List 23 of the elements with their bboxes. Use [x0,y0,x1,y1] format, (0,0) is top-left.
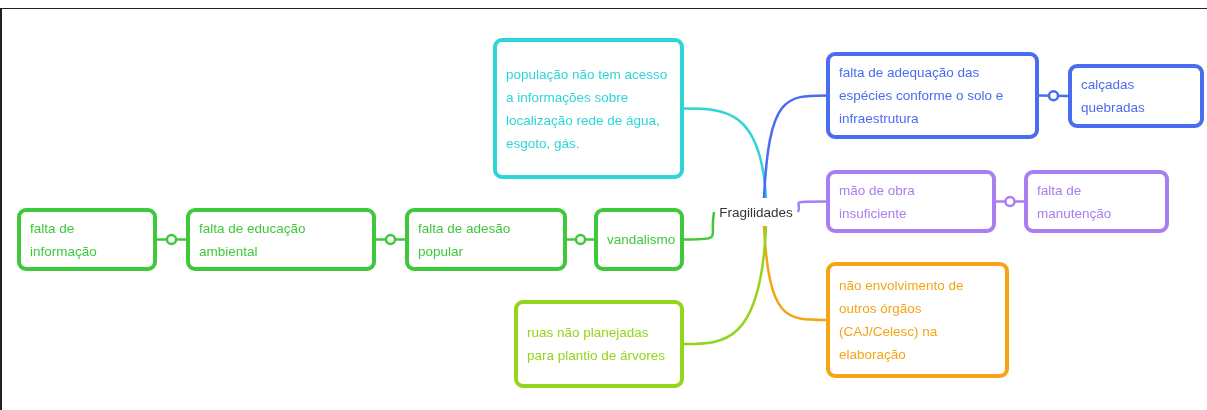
topic-box: falta de adequação das espécies conforme o solo e infraestrutura [826,52,1039,139]
topic-box: população não tem acesso a informações sobre localização rede de água, esgoto, gás. [493,38,684,179]
topic-box: ruas não planejadas para plantio de árvores [514,300,684,388]
connector [684,211,716,241]
connector [796,200,826,213]
topic-box: não envolvimento de outros órgãos (CAJ/Celesc) na elaboração [826,262,1009,378]
topic-box: falta de informação [17,208,157,271]
connector [376,238,405,241]
connector [684,225,768,346]
connector [567,238,594,241]
topic-box: mão de obra insuficiente [826,170,996,233]
connector [684,107,768,199]
connector [996,200,1024,203]
topic-box: falta de adesão popular [405,208,567,271]
connector [157,238,186,241]
connector [1038,94,1069,98]
topic-box: falta de manutenção [1024,170,1169,233]
topic-label: Fragilidades [719,203,793,222]
topic-box: falta de educação ambiental [186,208,376,271]
topic-box: calçadas quebradas [1068,64,1204,128]
connector [762,225,826,322]
topic-box: vandalismo [594,208,684,271]
connector [762,94,826,199]
